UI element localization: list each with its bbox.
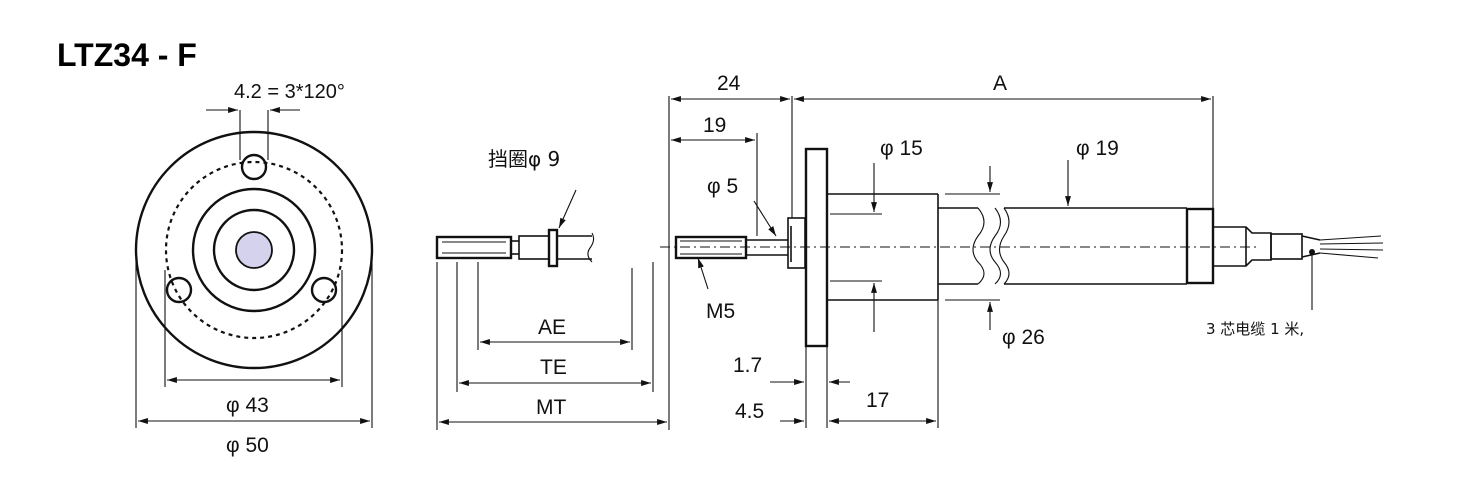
mounting-hole-top <box>240 153 268 181</box>
side-view: 3 芯电缆 1 米, 24 A 19 φ 5 M5 φ 15 φ 19 φ 26 <box>660 72 1384 428</box>
retainer-ring <box>547 228 559 268</box>
dim-17-label: 17 <box>866 389 889 412</box>
center-rod <box>235 231 273 269</box>
drawing-title: LTZ34 - F <box>57 37 197 73</box>
probe-tip <box>435 235 513 260</box>
diameter-19-label: φ 19 <box>1076 137 1119 160</box>
diameter-26-label: φ 26 <box>1002 326 1045 349</box>
bolt-circle <box>164 160 344 340</box>
ae-label: AE <box>538 316 566 339</box>
front-view: 4.2 = 3*120° φ 43 φ 50 <box>134 81 374 457</box>
mt-label: MT <box>536 396 566 419</box>
diameter-50-label: φ 50 <box>226 434 269 457</box>
flange-plate <box>804 147 829 348</box>
diameter-43-label: φ 43 <box>226 394 269 417</box>
end-cap <box>1185 207 1215 285</box>
dim-4-5-label: 4.5 <box>735 400 764 423</box>
retainer-label: 挡圈φ 9 <box>488 147 560 171</box>
rod-collar <box>518 235 550 260</box>
dim-1-7-label: 1.7 <box>733 354 762 377</box>
dim-19-label: 19 <box>703 114 726 137</box>
body-ring-inner <box>212 208 296 292</box>
probe-rod-view: 挡圈φ 9 AE TE MT <box>435 96 670 430</box>
mounting-hole-left <box>165 276 193 304</box>
m5-label: M5 <box>706 300 735 323</box>
dim-24-label: 24 <box>717 72 741 95</box>
cable-label: 3 芯电缆 1 米, <box>1206 320 1304 338</box>
body-ring-outer <box>191 187 317 313</box>
diameter-5-label: φ 5 <box>707 175 738 198</box>
mounting-hole-right <box>310 276 338 304</box>
diameter-15-label: φ 15 <box>880 137 923 160</box>
hole-spec-label: 4.2 = 3*120° <box>234 81 345 103</box>
te-label: TE <box>540 356 567 379</box>
threaded-rod <box>674 235 748 260</box>
dim-a-label: A <box>993 72 1007 95</box>
